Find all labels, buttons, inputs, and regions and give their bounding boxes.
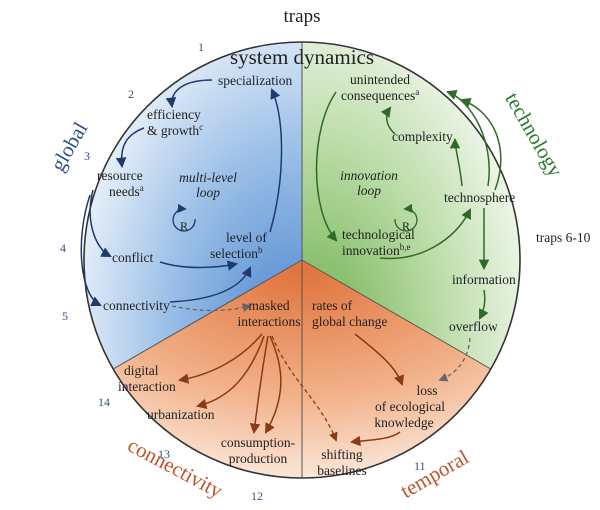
reinforcing-loop-icon-technology xyxy=(394,203,418,232)
node-global-change: global change xyxy=(312,314,387,329)
traps-range-label: traps 6-10 xyxy=(536,230,591,245)
system-dynamics-header: system dynamics xyxy=(230,45,374,69)
node-growth: & growthc xyxy=(147,122,203,138)
arrow-rates-to-loss xyxy=(354,333,405,386)
diagram-title: traps xyxy=(284,6,321,27)
arrow-masked-to-urbanization xyxy=(195,335,265,410)
divider-left xyxy=(112,259,303,370)
node-digital: digital xyxy=(124,363,159,378)
trap-number-2: 2 xyxy=(128,87,134,101)
node-consequences: consequencesa xyxy=(341,87,419,103)
node-selection: selectionb xyxy=(210,245,263,261)
trap-number-14: 14 xyxy=(98,395,110,409)
arrow-technosphere-to-consequences xyxy=(446,89,490,187)
node-complexity: complexity xyxy=(392,129,453,144)
arrow-selection-to-specialization xyxy=(269,88,283,233)
node-rates-of: rates of xyxy=(312,298,353,313)
arrow-technosphere-to-complexity xyxy=(449,137,463,187)
node-technosphere: technosphere xyxy=(444,190,515,205)
node-interaction: interaction xyxy=(118,379,176,394)
arrow-information-to-overflow xyxy=(479,289,489,320)
arrow-technosphere-loop-right xyxy=(460,97,502,191)
multilevel-loop-line1: multi-level xyxy=(179,170,237,185)
node-loss: loss xyxy=(416,383,437,398)
trap-number-1: 1 xyxy=(198,40,204,54)
innovation-loop-line1: innovation xyxy=(340,168,398,183)
arrow-conflict-to-selection xyxy=(159,260,239,271)
node-of-ecological: of ecological xyxy=(375,399,445,414)
node-connectivity: connectivity xyxy=(103,298,170,313)
node-unintended: unintended xyxy=(350,72,410,87)
node-efficiency: efficiency xyxy=(147,107,201,122)
arrow-complexity-to-consequences xyxy=(380,106,396,135)
node-level-of: level of xyxy=(226,230,267,245)
node-consumption: consumption- xyxy=(221,435,296,450)
node-technological: technological xyxy=(342,227,415,242)
arrow-efficiency-to-resource xyxy=(115,127,145,169)
node-information: information xyxy=(452,272,516,287)
arrow-masked-to-production xyxy=(264,335,282,434)
global-sector xyxy=(83,42,303,369)
node-specialization: specialization xyxy=(218,73,292,88)
divider-right xyxy=(301,259,492,370)
trap-number-3: 3 xyxy=(84,149,90,163)
node-overflow: overflow xyxy=(449,319,498,334)
arrow-innovation-to-technosphere xyxy=(379,208,471,260)
dashed-connectivity-to-masked xyxy=(171,303,252,313)
arrow-knowledge-to-shifting xyxy=(349,431,401,447)
arrow-resource-to-connectivity xyxy=(80,194,102,306)
multilevel-loop-line2: loop xyxy=(196,185,220,200)
trap-number-13: 13 xyxy=(158,447,170,461)
node-urbanization: urbanization xyxy=(147,407,215,422)
node-needs: needsa xyxy=(109,183,144,199)
sector-label-temporal: temporal xyxy=(396,445,473,503)
arrow-masked-to-digital xyxy=(177,333,263,384)
arrow-masked-to-consumption xyxy=(249,335,269,435)
sector-label-global: global xyxy=(45,118,92,176)
loop-r-global: R xyxy=(180,219,188,233)
dashed-masked-to-shifting xyxy=(271,335,338,442)
dashed-overflow-to-loss xyxy=(438,337,471,382)
node-knowledge: knowledge xyxy=(374,415,433,430)
outer-circle xyxy=(83,41,521,479)
reinforcing-loop-icon-global xyxy=(172,203,196,232)
node-resource: resource xyxy=(97,168,143,183)
node-conflict: conflict xyxy=(112,250,153,265)
trap-number-12: 12 xyxy=(251,489,263,503)
node-innovation: innovationb,e xyxy=(342,242,411,258)
arrow-resource-to-conflict xyxy=(89,189,112,257)
node-interactions: interactions xyxy=(238,314,301,329)
arrow-connectivity-to-selection xyxy=(169,266,252,303)
node-baselines: baselines xyxy=(317,463,367,478)
arrow-consequences-to-innovation xyxy=(315,91,338,242)
innovation-loop-line2: loop xyxy=(357,183,381,198)
trap-number-5: 5 xyxy=(62,309,68,323)
arrow-specialization-to-efficiency xyxy=(165,79,213,109)
loop-r-technology: R xyxy=(402,219,410,233)
node-shifting: shifting xyxy=(321,447,363,462)
node-production: production xyxy=(229,451,288,466)
trap-number-11: 11 xyxy=(414,459,426,473)
node-masked: masked xyxy=(248,298,289,313)
trap-number-4: 4 xyxy=(60,241,66,255)
sector-label-technology: technology xyxy=(500,88,568,181)
